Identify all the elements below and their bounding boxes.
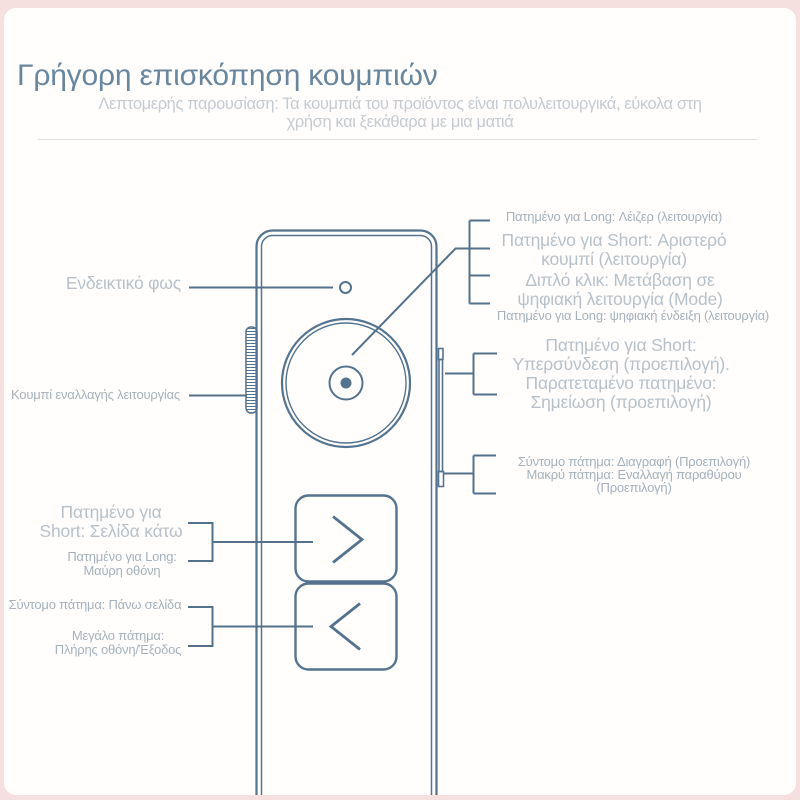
mode-wheel — [245, 326, 258, 414]
callout-indicator-light: Ενδεικτικό φως — [65, 273, 181, 293]
page-title: Γρήγορη επισκόπηση κουμπιών — [17, 59, 438, 93]
callout-left-click-short: Πατημένο για Short: Αριστερό κουμπί (λει… — [501, 230, 727, 269]
callout-laser-long: Πατημένο για Long: Λέιζερ (λειτουργία) — [505, 209, 723, 224]
page-down-button — [294, 494, 398, 583]
chevron-right-icon — [332, 515, 365, 564]
indicator-light-dot — [339, 281, 352, 294]
leader-page-up — [188, 606, 313, 647]
callout-page-down-long: Πατημένο για Long: Μαύρη οθόνη — [67, 549, 177, 578]
side-button — [438, 358, 444, 473]
ok-button-dot — [340, 377, 352, 389]
callout-digital-long: Πατημένο για Long: ψηφιακή ένδειξη (λειτ… — [496, 308, 770, 323]
remote-body-outline — [255, 229, 438, 795]
leader-side-button-upper — [445, 352, 497, 396]
callout-hyperlink-side-button: Πατημένο για Short: Υπερσύνδεση (προεπιλ… — [512, 335, 730, 412]
callout-erase-side-button: Σύντομο πάτημα: Διαγραφή (Προεπιλογή) Μα… — [517, 454, 751, 495]
callout-mode-double-click: Διπλό κλικ: Μετάβαση σε ψηφιακή λειτουργ… — [517, 270, 723, 309]
callout-page-up-long: Μεγάλο πάτημα: Πλήρης οθόνη/Έξοδος — [54, 628, 182, 657]
callout-page-down-short: Πατημένο για Short: Σελίδα κάτω — [39, 502, 183, 541]
side-button-bottom-notch — [437, 470, 445, 488]
remote-body-inner-outline — [260, 234, 433, 795]
page-subtitle: Λεπτομερής παρουσίαση: Τα κουμπιά του πρ… — [98, 95, 702, 131]
header-divider — [38, 139, 757, 140]
callout-page-up-short: Σύντομο πάτημα: Πάνω σελίδα — [8, 597, 182, 612]
dial-outer-ring — [280, 317, 412, 449]
leader-dial-functions — [351, 219, 490, 356]
callout-mode-switch-button: Κουμπί εναλλαγής λειτουργίας — [11, 387, 180, 402]
chevron-left-icon — [328, 602, 361, 651]
side-button-top-notch — [437, 347, 444, 361]
leader-side-button-lower — [443, 454, 496, 495]
dial-inner-ring — [285, 322, 407, 444]
leader-page-down — [188, 522, 313, 562]
ok-button-ring — [328, 365, 364, 401]
